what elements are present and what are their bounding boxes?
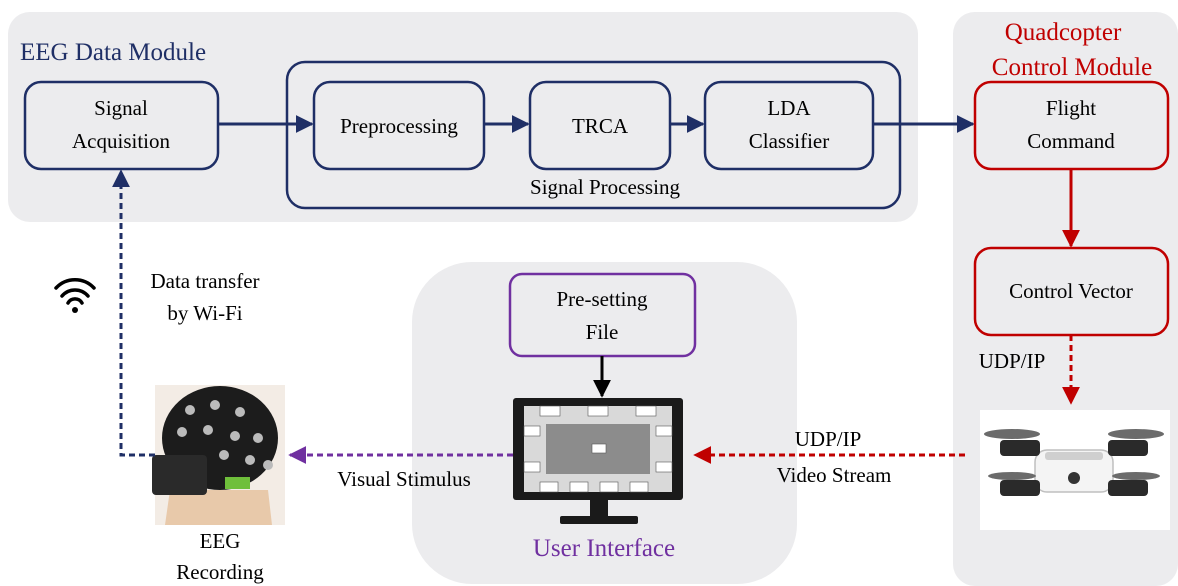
arrow-eeg-to-acquisition: [112, 169, 155, 457]
visual-stimulus-label: Visual Stimulus: [337, 467, 471, 491]
signal-acquisition-label-line1: Signal: [94, 96, 148, 120]
monitor-icon: [513, 398, 683, 524]
signal-processing-group: [285, 60, 902, 210]
data-transfer-label-line1: Data transfer: [150, 269, 259, 293]
flight-command-label-line2: Command: [1027, 129, 1115, 153]
control-vector-label: Control Vector: [1009, 279, 1133, 303]
quad-module-title-line1: Quadcopter: [1005, 19, 1122, 46]
eeg-module-title: EEG Data Module: [20, 39, 206, 66]
signal-processing-label: Signal Processing: [530, 175, 680, 199]
preprocessing-label: Preprocessing: [340, 114, 458, 138]
data-transfer-label-line2: by Wi-Fi: [167, 301, 242, 325]
drone-image: [980, 410, 1170, 530]
trca-label: TRCA: [572, 114, 629, 138]
lda-label-line1: LDA: [767, 96, 811, 120]
lda-label-line2: Classifier: [749, 129, 829, 153]
presetting-label-line1: Pre-setting: [557, 287, 648, 311]
eeg-module-panel: [8, 12, 918, 222]
wifi-icon: [54, 278, 96, 313]
user-interface-title: User Interface: [533, 535, 675, 562]
udp-ip-stream-label: UDP/IP: [795, 427, 862, 451]
udp-ip-top-label: UDP/IP: [979, 349, 1046, 373]
video-stream-label: Video Stream: [777, 463, 892, 487]
flight-command-label-line1: Flight: [1046, 96, 1096, 120]
quad-module-title-line2: Control Module: [992, 54, 1152, 81]
eeg-recording-label-line2: Recording: [176, 560, 264, 584]
signal-acquisition-label-line2: Acquisition: [72, 129, 170, 153]
presetting-label-line2: File: [586, 320, 619, 344]
eeg-recording-label-line1: EEG: [200, 529, 241, 553]
eeg-cap-image: [152, 385, 285, 525]
